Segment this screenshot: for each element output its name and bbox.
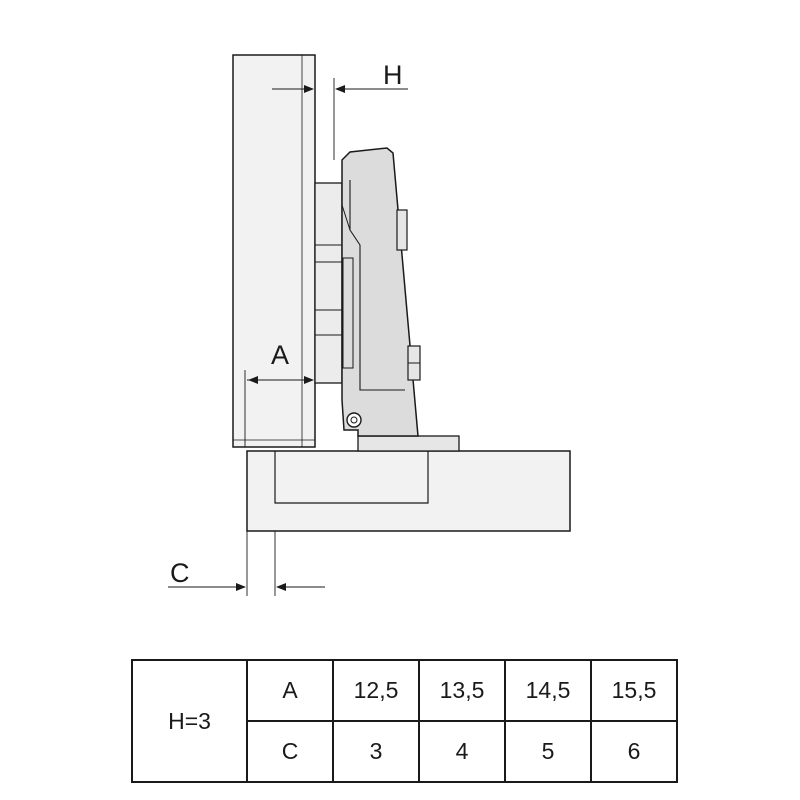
- dimension-label-a: A: [271, 340, 289, 370]
- cabinet-side: [246, 450, 571, 532]
- c-value-cell: 3: [332, 720, 420, 783]
- a-value-cell: 15,5: [590, 659, 678, 722]
- a-value-cell: 13,5: [418, 659, 506, 722]
- dimension-h: H: [272, 60, 408, 183]
- spec-table: H=3 A 12,5 13,5 14,5 15,5 C 3 4 5 6: [131, 659, 678, 783]
- hinge-cup: [314, 182, 343, 384]
- dimension-label-c: C: [170, 558, 190, 588]
- row-key-a: A: [246, 659, 334, 722]
- h-value-cell: H=3: [131, 659, 248, 783]
- c-value-cell: 5: [504, 720, 592, 783]
- a-value-cell: 14,5: [504, 659, 592, 722]
- hinge-arm: [341, 147, 421, 437]
- row-key-c: C: [246, 720, 334, 783]
- dimension-label-h: H: [383, 60, 403, 90]
- dimension-c: C: [168, 531, 325, 596]
- a-value-cell: 12,5: [332, 659, 420, 722]
- table-row: C 3 4 5 6: [132, 720, 678, 783]
- c-value-cell: 6: [590, 720, 678, 783]
- c-value-cell: 4: [418, 720, 506, 783]
- door-panel: [232, 54, 316, 448]
- table-row: H=3 A 12,5 13,5 14,5 15,5: [131, 659, 678, 783]
- dimension-a: A: [244, 340, 314, 447]
- mounting-plate: [357, 435, 460, 452]
